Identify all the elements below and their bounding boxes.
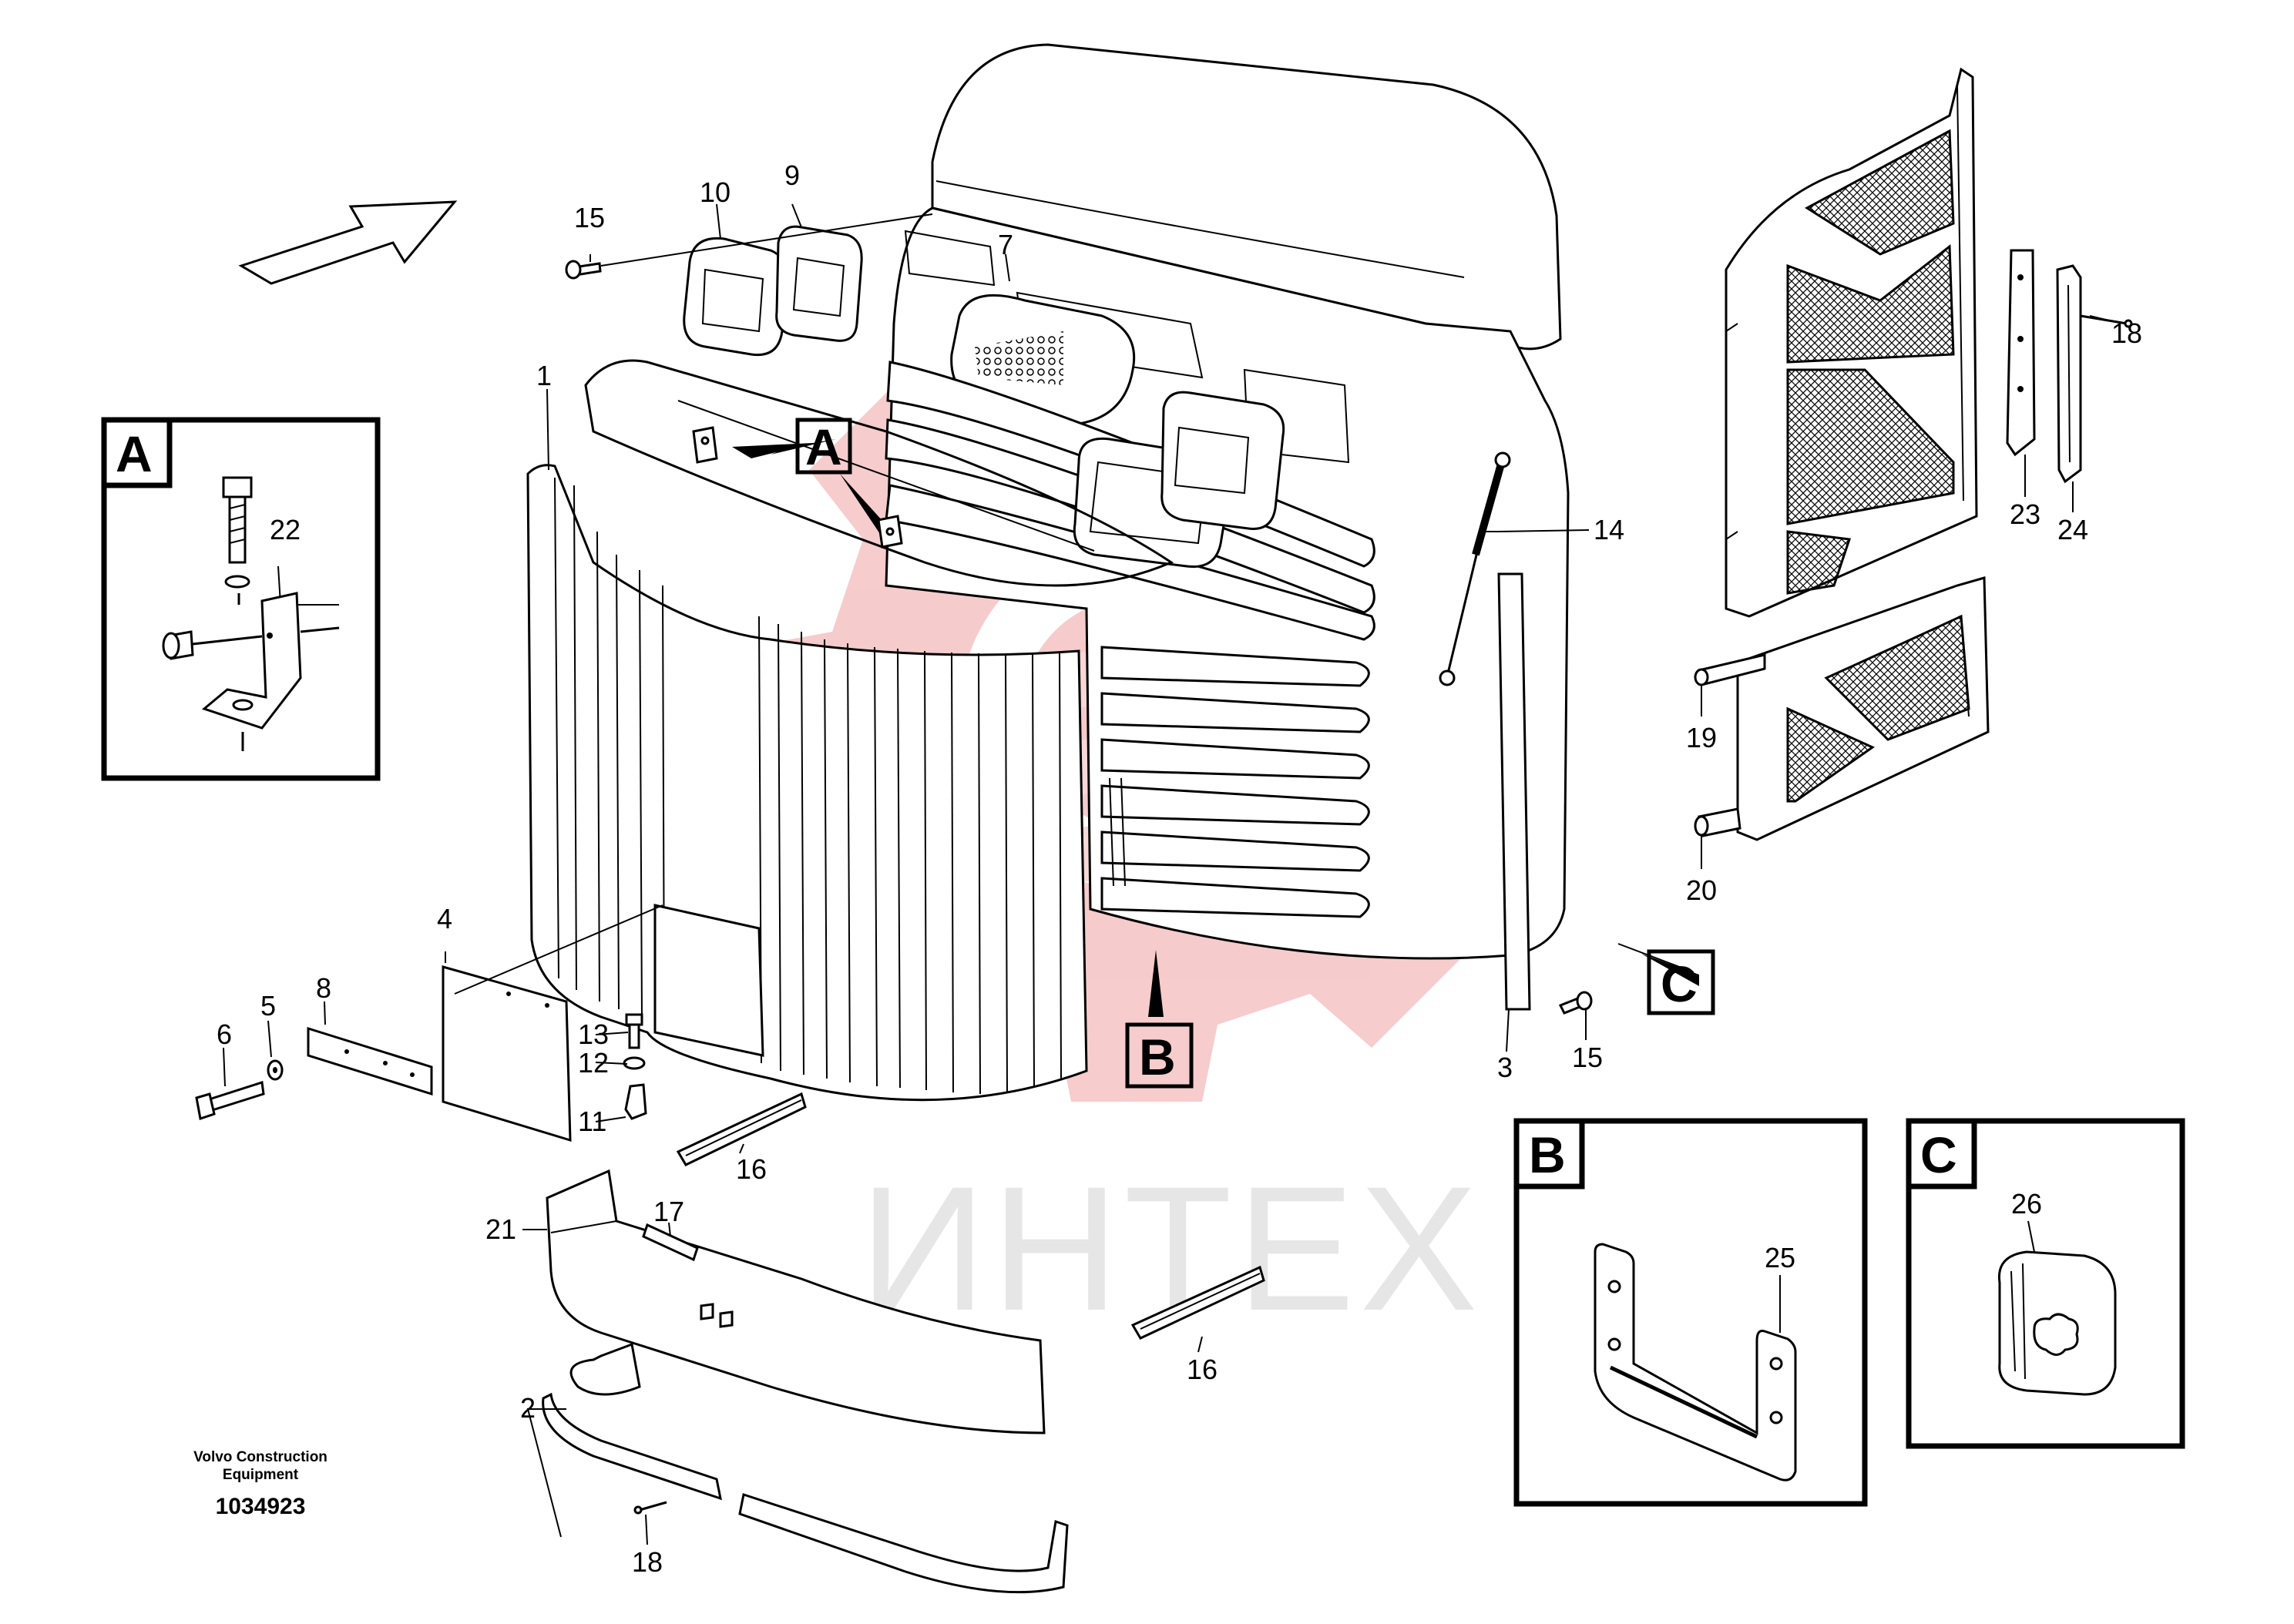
callout-16a: 16 xyxy=(736,1153,767,1185)
callout-leaders-extra xyxy=(1617,943,2035,1333)
vent-grille xyxy=(950,294,1136,425)
leader-lines xyxy=(223,203,2116,1545)
rubber-strip-16b xyxy=(1130,1265,1265,1340)
callout-20: 20 xyxy=(1686,874,1717,906)
callout-26: 26 xyxy=(2011,1188,2042,1220)
callout-17: 17 xyxy=(653,1196,684,1227)
callout-19: 19 xyxy=(1686,722,1717,753)
rubber-strip-16a xyxy=(676,1092,807,1166)
inset-a-nut xyxy=(162,630,273,660)
hinge-rail xyxy=(2056,264,2082,484)
detail-inset-c: C xyxy=(1906,1118,2185,1449)
strip-plate xyxy=(307,1026,433,1096)
callout-12: 12 xyxy=(578,1047,609,1079)
callout-numbers: 1 2 3 4 5 6 7 8 9 10 11 12 13 14 15 15 1… xyxy=(217,159,2142,1578)
inset-a-bracket xyxy=(201,592,340,751)
marker-box-c-main: C xyxy=(1647,949,1715,1015)
side-panel-corrugated xyxy=(526,464,1088,1102)
callout-7: 7 xyxy=(998,229,1013,260)
svg-text:C: C xyxy=(1661,955,1698,1012)
svg-text:B: B xyxy=(1139,1028,1176,1085)
callout-18a: 18 xyxy=(2111,317,2142,349)
pin-lower xyxy=(633,1501,667,1515)
strip-brackets xyxy=(692,426,903,549)
drawing-number: 1034923 xyxy=(216,1494,306,1519)
callout-15a: 15 xyxy=(574,202,605,233)
callout-3: 3 xyxy=(1497,1052,1513,1083)
callout-13: 13 xyxy=(578,1018,609,1050)
svg-text:A: A xyxy=(116,425,153,482)
callout-8: 8 xyxy=(316,972,331,1004)
marker-box-b-main: B xyxy=(1125,1022,1194,1089)
bolt-6 xyxy=(195,1081,265,1120)
marker-arrow-c xyxy=(1641,954,1699,986)
bolt-13 xyxy=(625,1013,643,1049)
callout-4: 4 xyxy=(437,903,452,934)
svg-text:C: C xyxy=(1920,1126,1957,1183)
callout-23: 23 xyxy=(2010,498,2040,530)
bolt-15-right xyxy=(1558,991,1593,1015)
callout-15b: 15 xyxy=(1572,1042,1603,1073)
vertical-seal-strip xyxy=(1497,572,1531,1011)
company-line-1: Volvo Construction xyxy=(193,1449,327,1465)
detail-inset-a: A xyxy=(101,417,381,781)
gas-strut xyxy=(1439,451,1511,686)
marker-arrow-b xyxy=(1148,950,1164,1017)
callout-21: 21 xyxy=(485,1213,516,1245)
callout-10: 10 xyxy=(700,176,731,208)
hinge-rod-upper xyxy=(1694,653,1766,686)
svg-text:B: B xyxy=(1529,1126,1566,1183)
marker-box-a-main: A xyxy=(795,418,852,475)
upper-trim-strip xyxy=(584,359,1174,587)
callout-11: 11 xyxy=(578,1106,606,1137)
callout-14: 14 xyxy=(1594,514,1624,545)
lower-bumper xyxy=(546,1169,1046,1434)
callout-22: 22 xyxy=(270,514,301,545)
callout-16b: 16 xyxy=(1187,1354,1218,1385)
bolt-15-top xyxy=(565,260,602,280)
svg-text:A: A xyxy=(805,418,842,475)
hinge-plate xyxy=(2006,249,2036,457)
engine-hood xyxy=(683,43,1570,960)
bracket-11 xyxy=(624,1083,647,1120)
inset-a-bolt xyxy=(222,476,253,605)
footer: Volvo Construction Equipment 1034923 xyxy=(193,1449,327,1519)
detail-inset-b: B xyxy=(1513,1118,1868,1507)
callout-6: 6 xyxy=(217,1018,232,1050)
light-surround-9 xyxy=(775,225,863,342)
mesh-door-upper xyxy=(1725,67,1978,618)
light-surround-10 xyxy=(683,237,788,357)
callout-24: 24 xyxy=(2057,514,2088,545)
washer-5 xyxy=(267,1059,284,1081)
callout-9: 9 xyxy=(784,159,800,191)
inset-c-grommet xyxy=(1997,1250,2117,1396)
cover-plate xyxy=(442,965,572,1143)
callout-2: 2 xyxy=(520,1392,536,1424)
callout-18b: 18 xyxy=(632,1546,663,1578)
callout-25: 25 xyxy=(1765,1242,1795,1273)
hinge-rod-lower xyxy=(1694,807,1741,837)
light-surround-front xyxy=(1073,391,1285,569)
mesh-door-lower xyxy=(1736,576,1990,841)
inset-b-bracket xyxy=(1594,1243,1797,1481)
callout-5: 5 xyxy=(260,990,276,1022)
retaining-band xyxy=(542,1342,1069,1594)
callout-1: 1 xyxy=(536,360,552,391)
direction-arrow-icon xyxy=(238,200,458,285)
rubber-strip-17 xyxy=(642,1223,699,1262)
company-line-2: Equipment xyxy=(223,1467,299,1483)
